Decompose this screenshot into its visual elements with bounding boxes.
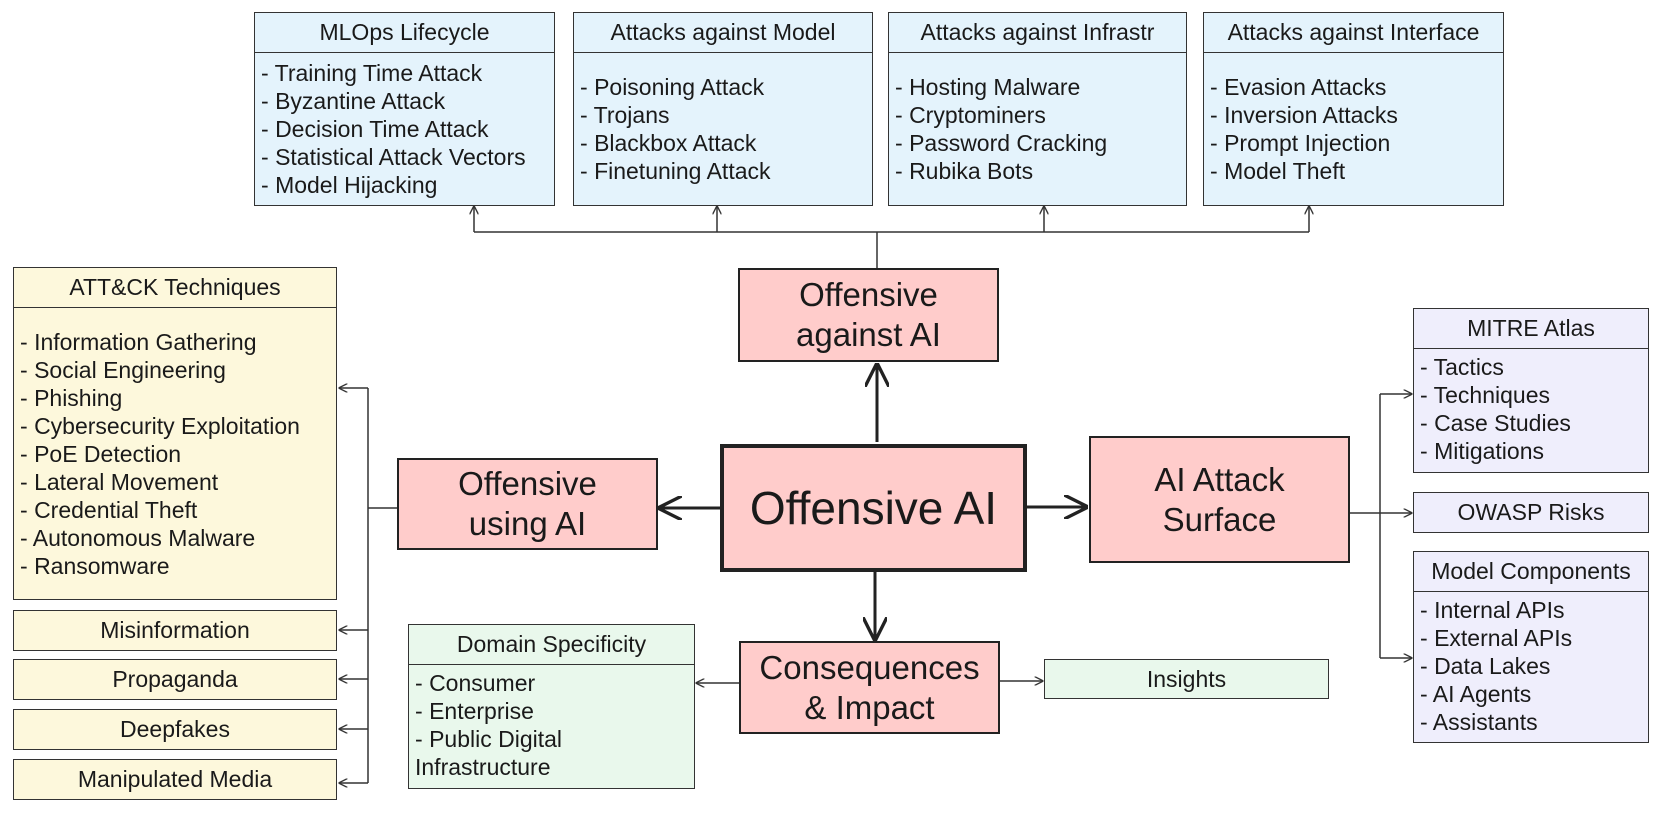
misinformation-box: Misinformation (13, 610, 337, 651)
list-item: Poisoning Attack (580, 73, 872, 101)
owasp-risks-box: OWASP Risks (1413, 492, 1649, 533)
propaganda-label: Propaganda (112, 666, 238, 692)
ai-attack-surface-line1: AI Attack (1154, 460, 1285, 498)
domain-specificity-title: Domain Specificity (409, 625, 694, 665)
list-item: Assistants (1420, 708, 1648, 736)
misinformation-label: Misinformation (100, 617, 250, 643)
list-item: Blackbox Attack (580, 129, 872, 157)
list-item: External APIs (1420, 624, 1648, 652)
insights-box: Insights (1044, 659, 1329, 699)
list-item: Consumer (415, 669, 694, 697)
manipulated-media-label: Manipulated Media (77, 766, 273, 792)
list-item: Credential Theft (20, 496, 336, 524)
list-item: Rubika Bots (895, 157, 1186, 185)
offensive-using-ai-line1: Offensive (458, 465, 597, 502)
owasp-risks-label: OWASP Risks (1457, 499, 1605, 525)
list-item: Evasion Attacks (1210, 73, 1503, 101)
list-item: Trojans (580, 101, 872, 129)
offensive-using-ai-line2: using AI (468, 505, 587, 542)
list-item: AI Agents (1420, 680, 1648, 708)
list-item: Data Lakes (1420, 652, 1648, 680)
deepfakes-label: Deepfakes (120, 716, 230, 742)
attacks-against-model-box: Attacks against Model Poisoning Attack T… (573, 12, 873, 206)
attck-techniques-title: ATT&CK Techniques (14, 268, 336, 308)
list-item: Decision Time Attack (261, 115, 554, 143)
list-item-continuation: Infrastructure (415, 754, 551, 780)
insights-label: Insights (1146, 665, 1227, 692)
consequences-line2: & Impact (804, 688, 935, 726)
domain-specificity-box: Domain Specificity Consumer Enterprise P… (408, 624, 695, 789)
list-item: Statistical Attack Vectors (261, 143, 554, 171)
model-components-title: Model Components (1414, 552, 1648, 592)
manipulated-media-box: Manipulated Media (13, 759, 337, 800)
list-item: Password Cracking (895, 129, 1186, 157)
list-item: Case Studies (1420, 409, 1648, 437)
list-item: PoE Detection (20, 440, 336, 468)
attacks-against-model-title: Attacks against Model (574, 13, 872, 53)
list-item: Autonomous Malware (20, 524, 336, 552)
offensive-against-ai-node: Offensive against AI (738, 268, 999, 362)
offensive-ai-node: Offensive AI (720, 444, 1027, 572)
ai-attack-surface-node: AI Attack Surface (1089, 436, 1350, 563)
list-item: Tactics (1420, 353, 1648, 381)
list-item: Techniques (1420, 381, 1648, 409)
offensive-against-ai-line2: against AI (796, 316, 941, 353)
offensive-ai-label: Offensive AI (749, 482, 998, 534)
list-item: Inversion Attacks (1210, 101, 1503, 129)
mitre-atlas-box: MITRE Atlas Tactics Techniques Case Stud… (1413, 308, 1649, 473)
mlops-lifecycle-box: MLOps Lifecycle Training Time Attack Byz… (254, 12, 555, 206)
consequences-impact-node: Consequences & Impact (739, 641, 1000, 734)
list-item: Training Time Attack (261, 59, 554, 87)
list-item: Hosting Malware (895, 73, 1186, 101)
list-item: Model Theft (1210, 157, 1503, 185)
offensive-against-ai-line1: Offensive (799, 276, 938, 313)
list-item: Phishing (20, 384, 336, 412)
list-item: Internal APIs (1420, 596, 1648, 624)
deepfakes-box: Deepfakes (13, 709, 337, 750)
attacks-against-infrastr-title: Attacks against Infrastr (889, 13, 1186, 53)
mitre-atlas-title: MITRE Atlas (1414, 309, 1648, 349)
list-item: Finetuning Attack (580, 157, 872, 185)
list-item: Mitigations (1420, 437, 1648, 465)
ai-attack-surface-line2: Surface (1162, 500, 1277, 538)
list-item: Model Hijacking (261, 171, 554, 199)
list-item: Enterprise (415, 697, 694, 725)
attacks-against-interface-title: Attacks against Interface (1204, 13, 1503, 53)
list-item: Prompt Injection (1210, 129, 1503, 157)
list-item: Lateral Movement (20, 468, 336, 496)
list-item: Information Gathering (20, 328, 336, 356)
list-item: Public Digital (415, 725, 694, 753)
attck-techniques-box: ATT&CK Techniques Information Gathering … (13, 267, 337, 600)
consequences-line1: Consequences (759, 648, 980, 686)
mlops-lifecycle-title: MLOps Lifecycle (255, 13, 554, 53)
attacks-against-infrastr-box: Attacks against Infrastr Hosting Malware… (888, 12, 1187, 206)
attacks-against-interface-box: Attacks against Interface Evasion Attack… (1203, 12, 1504, 206)
offensive-using-ai-node: Offensive using AI (397, 458, 658, 550)
model-components-box: Model Components Internal APIs External … (1413, 551, 1649, 743)
list-item: Social Engineering (20, 356, 336, 384)
list-item: Ransomware (20, 552, 336, 580)
propaganda-box: Propaganda (13, 659, 337, 700)
list-item: Byzantine Attack (261, 87, 554, 115)
list-item: Cybersecurity Exploitation (20, 412, 336, 440)
list-item: Cryptominers (895, 101, 1186, 129)
